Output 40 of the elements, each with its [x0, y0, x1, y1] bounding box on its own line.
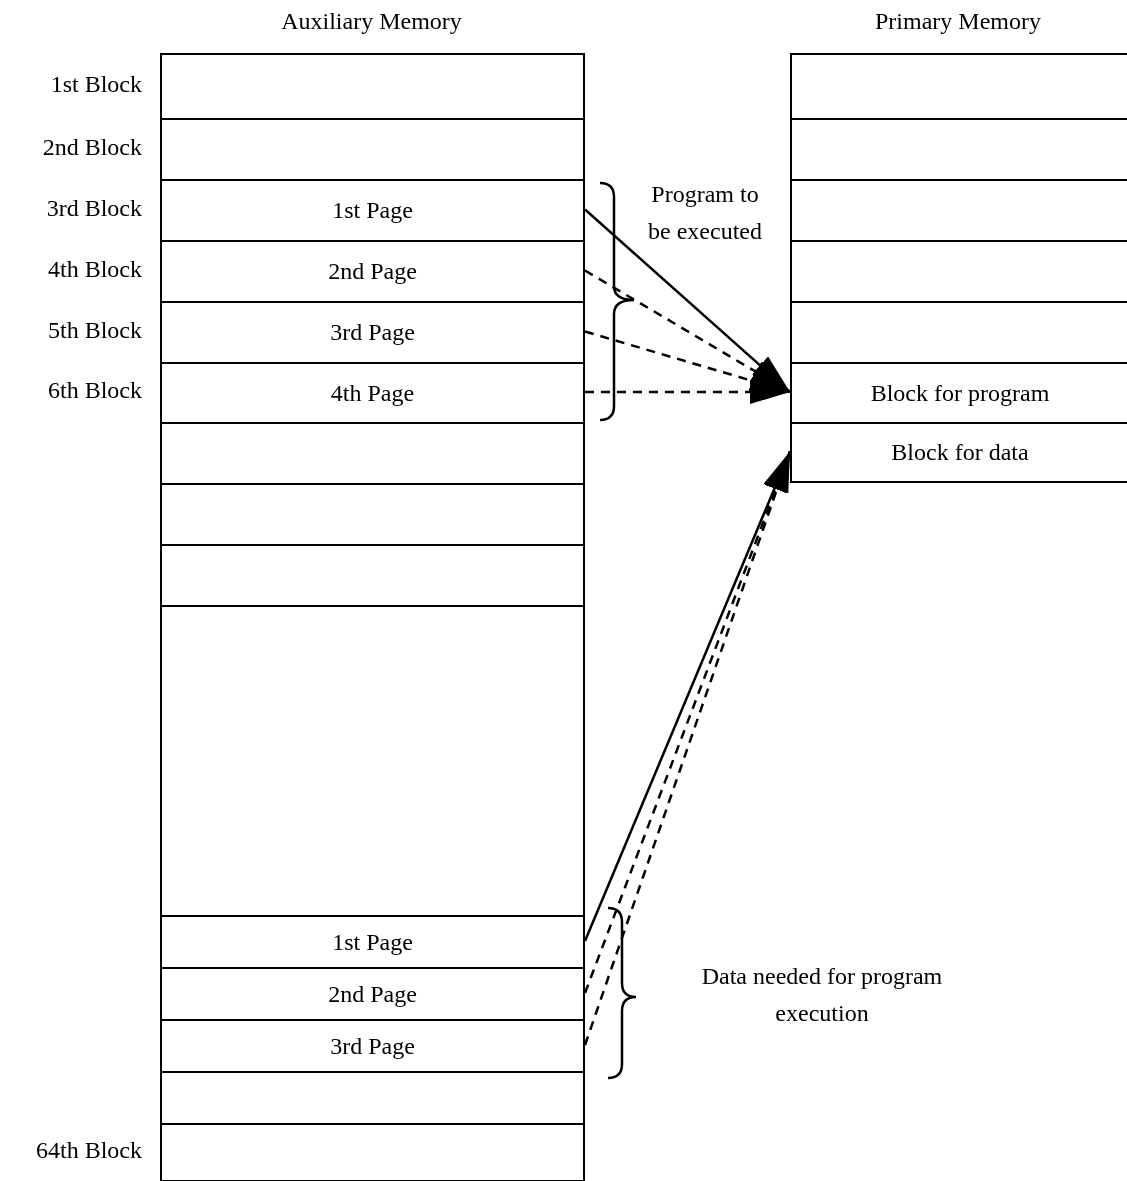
arrow — [584, 330, 791, 394]
block-number: 64th Block — [36, 1136, 142, 1164]
memory-block — [160, 240, 585, 303]
block-label: 3rd Page — [330, 319, 415, 346]
memory-block — [790, 53, 1127, 120]
block-label: 1st Page — [332, 928, 413, 956]
memory-block — [160, 179, 585, 242]
arrow — [584, 208, 791, 393]
block-label: 3rd Page — [330, 1032, 415, 1060]
memory-heading: Auxiliary Memory — [280, 8, 463, 35]
memory-block — [160, 1123, 585, 1181]
block-number: 4th Block — [48, 255, 142, 283]
annotation-text: Data needed for program execution — [700, 962, 944, 1029]
annotation-text: Program to be executed — [648, 180, 762, 247]
memory-block — [160, 362, 585, 424]
memory-block — [790, 422, 1127, 483]
memory-block — [160, 1019, 585, 1073]
memory-heading: Primary Memory — [874, 8, 1042, 35]
block-number: 5th Block — [48, 316, 142, 344]
memory-block — [160, 915, 585, 969]
memory-block — [160, 483, 585, 546]
block-number: 6th Block — [48, 377, 142, 404]
memory-block — [160, 301, 585, 364]
memory-block — [160, 605, 585, 917]
memory-block — [160, 967, 585, 1021]
memory-block — [160, 118, 585, 181]
block-label: 1st Page — [332, 197, 413, 224]
block-label: 4th Page — [330, 379, 415, 407]
memory-block — [160, 544, 585, 607]
block-label: 2nd Page — [328, 258, 417, 285]
block-number: 2nd Block — [42, 133, 142, 161]
block-label: 2nd Page — [328, 980, 417, 1008]
memory-block — [160, 422, 585, 485]
block-number: 1st Block — [50, 70, 142, 98]
memory-block — [160, 53, 585, 120]
block-number: 3rd Block — [46, 194, 142, 222]
block-label: Block for program — [870, 379, 1050, 407]
memory-block — [160, 1071, 585, 1125]
arrow — [585, 380, 790, 404]
block-label: Block for data — [891, 439, 1029, 466]
